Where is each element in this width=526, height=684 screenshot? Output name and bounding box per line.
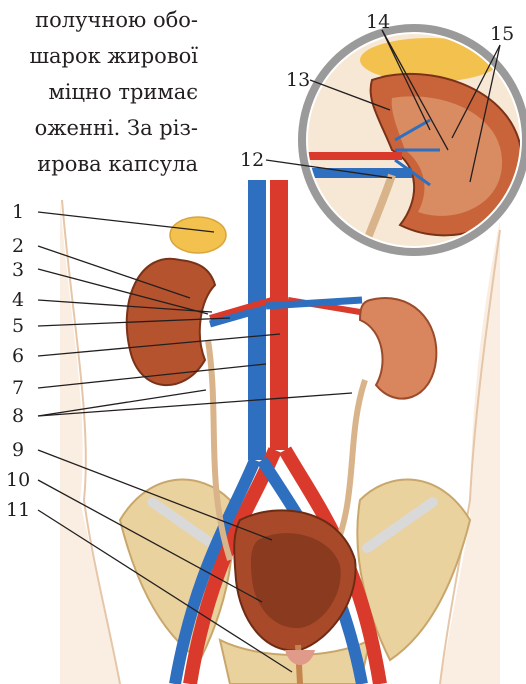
vena-cava bbox=[248, 180, 266, 460]
leader-8b bbox=[38, 393, 352, 416]
adrenal-gland bbox=[170, 217, 226, 253]
label-15: 15 bbox=[490, 23, 514, 45]
label-5: 5 bbox=[12, 315, 24, 337]
label-2: 2 bbox=[12, 235, 24, 257]
label-11: 11 bbox=[6, 499, 30, 521]
label-13: 13 bbox=[286, 69, 310, 91]
label-9: 9 bbox=[12, 439, 24, 461]
label-6: 6 bbox=[12, 345, 24, 367]
label-14: 14 bbox=[366, 11, 390, 33]
label-4: 4 bbox=[12, 289, 24, 311]
label-10: 10 bbox=[6, 469, 30, 491]
label-12: 12 bbox=[240, 149, 264, 171]
aorta bbox=[270, 180, 288, 450]
label-3: 3 bbox=[12, 259, 24, 281]
label-1: 1 bbox=[12, 201, 24, 223]
label-7: 7 bbox=[12, 377, 24, 399]
label-8: 8 bbox=[12, 405, 24, 427]
right-kidney-cut bbox=[360, 298, 436, 399]
